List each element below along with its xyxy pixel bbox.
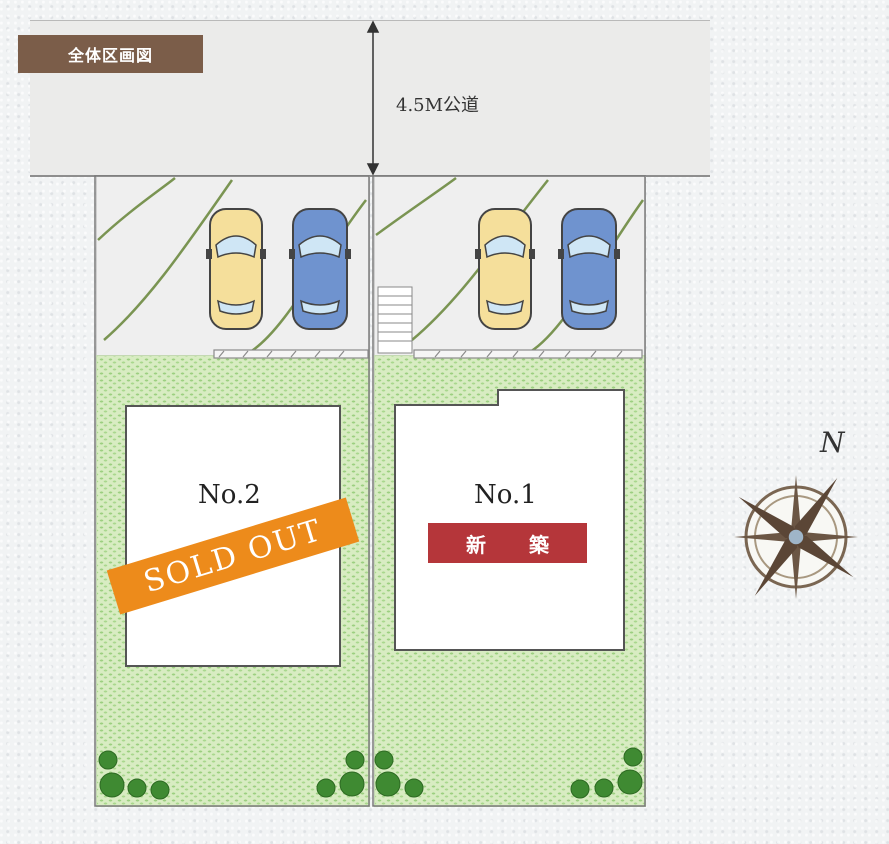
car-blue-lot2 xyxy=(289,208,351,330)
road-width-label: 4.5M公道 xyxy=(396,95,480,116)
car-yellow-lot1 xyxy=(475,208,535,330)
car-yellow-lot2 xyxy=(206,208,266,330)
compass-rose xyxy=(734,475,858,599)
property-boundary xyxy=(94,175,646,807)
page-title: 全体区画図 xyxy=(18,35,203,73)
shrubs-lot1-right xyxy=(570,747,643,799)
lot-name-no2: No.2 xyxy=(198,480,261,510)
new-build-badge: 新 築 xyxy=(428,523,587,563)
road-dimension-arrow xyxy=(366,20,380,176)
shrubs-lot2-left xyxy=(98,750,170,800)
curb-lot1 xyxy=(413,349,643,359)
shrubs-lot1-left xyxy=(374,750,424,798)
lot-name-no1: No.1 xyxy=(474,480,537,510)
curb-lot2 xyxy=(213,349,369,359)
car-blue-lot1 xyxy=(558,208,620,330)
house-lot1 xyxy=(394,389,625,651)
entrance-stairs xyxy=(377,286,413,354)
shrubs-lot2-right xyxy=(316,750,365,798)
compass-north-label: N xyxy=(820,426,845,459)
